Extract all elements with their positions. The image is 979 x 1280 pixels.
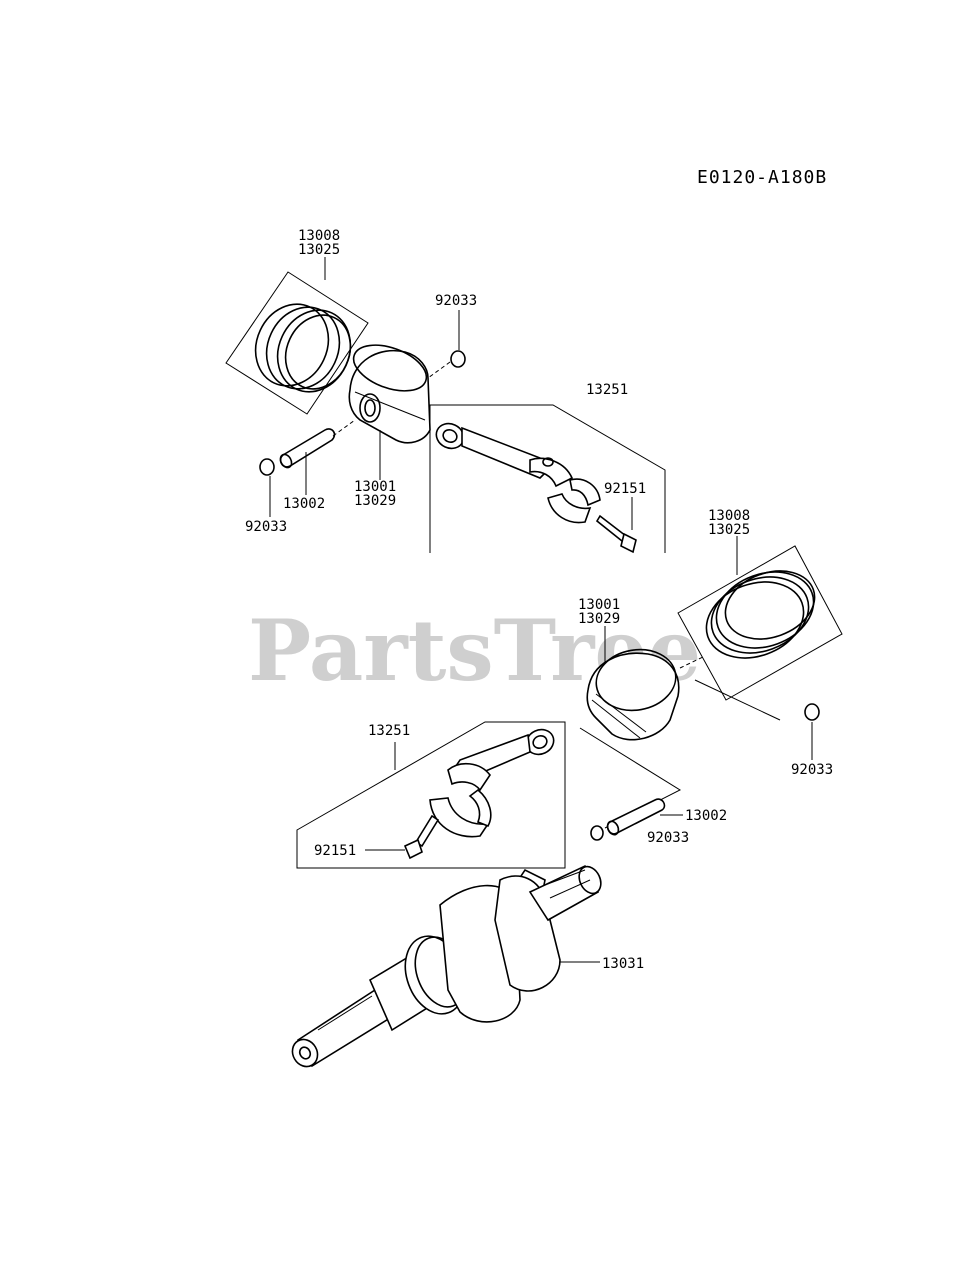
label-13002-upper: 13002: [283, 496, 325, 512]
piston-pin-1: [279, 428, 336, 469]
label-92033-left: 92033: [245, 519, 287, 535]
piston-ring-set-1: [225, 271, 369, 415]
label-13008-upper: 13008: [298, 228, 340, 244]
diagram-code: E0120-A180B: [697, 167, 827, 188]
label-13001-upper: 13001: [354, 479, 396, 495]
piston-2: [586, 648, 680, 741]
label-92151-lower: 92151: [314, 843, 356, 859]
label-13029-right: 13029: [578, 611, 620, 627]
label-92033-right: 92033: [791, 762, 833, 778]
label-13029-upper: 13029: [354, 493, 396, 509]
label-13031: 13031: [602, 956, 644, 972]
connecting-rod-1: [435, 422, 601, 524]
label-92033-top: 92033: [435, 293, 477, 309]
label-13008-right: 13008: [708, 508, 750, 524]
label-13251-lower: 13251: [368, 723, 410, 739]
piston-pin-2: [606, 798, 666, 836]
label-13251-upper: 13251: [586, 382, 628, 398]
conrod-bolt-2: [403, 814, 440, 860]
crankshaft: [291, 864, 602, 1068]
label-13002-lower: 13002: [685, 808, 727, 824]
snap-ring-3: [804, 703, 820, 721]
label-13001-right: 13001: [578, 597, 620, 613]
snap-ring-4: [590, 825, 604, 841]
conrod-bolt-1: [595, 514, 637, 554]
snap-ring-1: [450, 350, 466, 368]
label-92033-lower: 92033: [647, 830, 689, 846]
snap-ring-2: [259, 458, 275, 476]
label-92151-upper: 92151: [604, 481, 646, 497]
connecting-rod-2: [429, 728, 555, 838]
label-13025-upper: 13025: [298, 242, 340, 258]
piston-ring-set-2: [705, 570, 816, 659]
label-13025-right: 13025: [708, 522, 750, 538]
piston-1: [348, 344, 431, 444]
